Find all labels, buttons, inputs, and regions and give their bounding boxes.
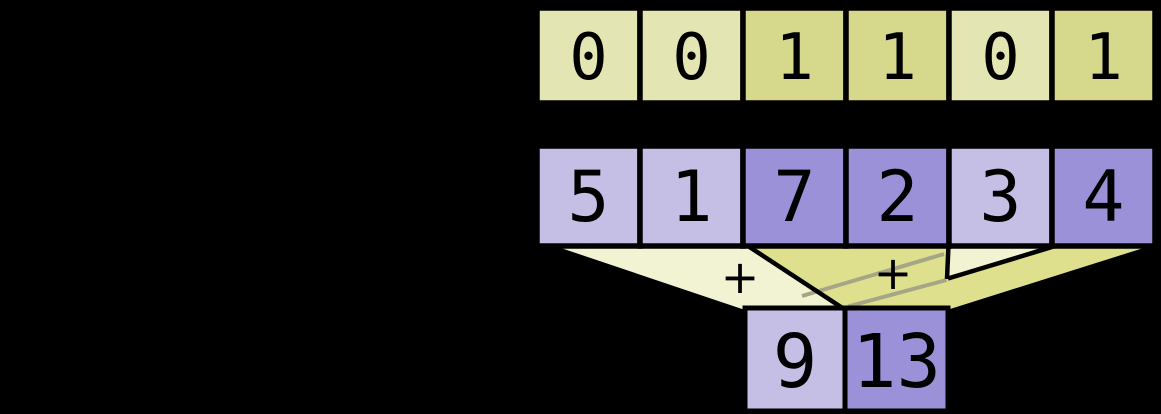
mask-cell-4	[946, 5, 1055, 106]
value-4: 3	[979, 156, 1021, 238]
mask-cell-1	[637, 5, 746, 106]
value-5: 4	[1082, 156, 1124, 238]
funnel-crossing-line-right	[847, 278, 948, 309]
result-cell-right	[842, 305, 951, 414]
funnel-edge-diagonal-right	[947, 244, 1053, 281]
value-0: 5	[567, 156, 609, 238]
funnel-crossing-line-left	[801, 252, 945, 298]
mask-cell-2	[740, 5, 849, 106]
value-2: 7	[773, 156, 815, 238]
value-3: 2	[876, 156, 918, 238]
plus-operator-right: +	[874, 246, 913, 300]
mask-cell-0	[534, 5, 643, 106]
value-cell-1	[637, 143, 746, 249]
plus-operator-left: +	[721, 250, 760, 304]
funnel-edge-diagonal-left	[746, 244, 846, 311]
mask-value-4: 0	[981, 21, 1020, 95]
result-value-right: 13	[852, 319, 941, 405]
value-cell-0	[534, 143, 643, 249]
value-cell-2	[740, 143, 849, 249]
value-cell-5	[1049, 143, 1158, 249]
mask-value-0: 0	[569, 21, 608, 95]
value-1: 1	[670, 156, 712, 238]
value-row: 5 1 7 2 3 4	[534, 143, 1158, 249]
mask-cell-5	[1049, 5, 1158, 106]
result-row: 9 13	[742, 305, 951, 414]
mask-cell-3	[843, 5, 952, 106]
sum-funnels: + +	[552, 244, 1153, 311]
result-value-left: 9	[773, 319, 818, 405]
mask-value-2: 1	[775, 21, 814, 95]
mask-row: 0 0 1 1 0 1	[534, 5, 1158, 106]
mask-value-1: 0	[672, 21, 711, 95]
result-cell-left	[742, 305, 848, 414]
funnel-edge-vertical	[944, 244, 951, 280]
funnel-right-branch	[845, 245, 1153, 310]
mask-value-5: 1	[1084, 21, 1123, 95]
mask-value-3: 1	[878, 21, 917, 95]
